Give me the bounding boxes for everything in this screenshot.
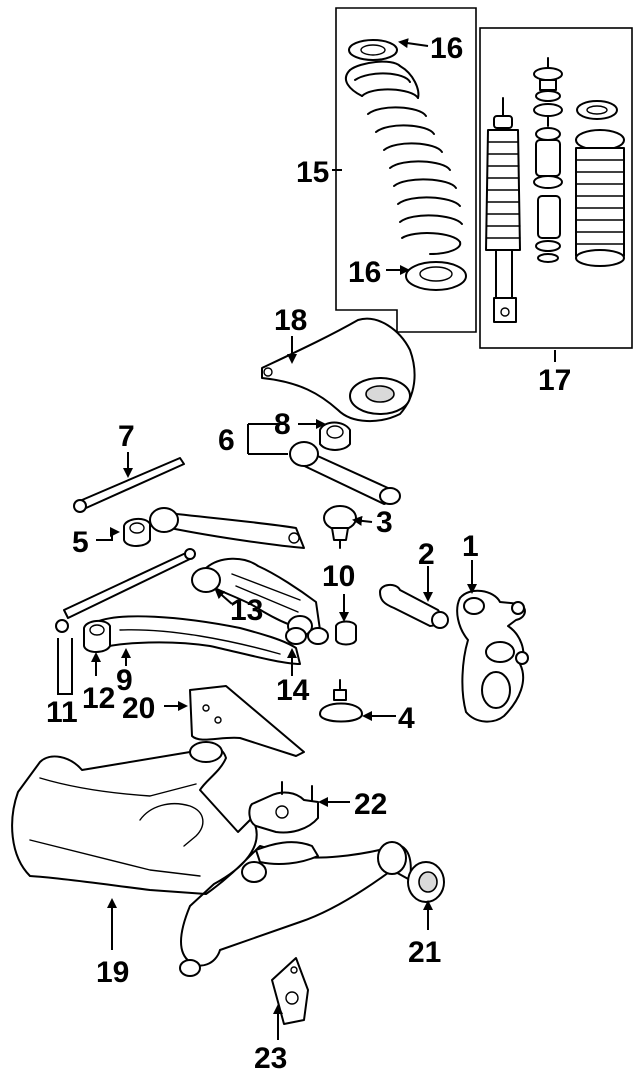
callout-14: 14 bbox=[276, 674, 310, 707]
lower-ball-joint bbox=[319, 679, 363, 723]
lateral-link-arm bbox=[149, 507, 305, 549]
callout-23: 23 bbox=[254, 1042, 287, 1075]
bushing-21 bbox=[407, 861, 445, 903]
callout-15: 15 bbox=[296, 156, 329, 189]
callout-21: 21 bbox=[408, 936, 441, 969]
callout-3: 3 bbox=[376, 506, 393, 539]
upper-ball-joint bbox=[323, 505, 357, 549]
upper-control-arm bbox=[289, 421, 401, 505]
callout-13: 13 bbox=[230, 594, 263, 627]
heat-shield-20 bbox=[189, 685, 305, 757]
callout-9: 9 bbox=[116, 664, 133, 697]
long-bolt-7 bbox=[73, 457, 185, 513]
callout-11: 11 bbox=[46, 696, 78, 729]
nut-10 bbox=[335, 620, 357, 646]
strut-kit-box bbox=[479, 27, 633, 349]
strut-mount-stack bbox=[533, 57, 563, 263]
callout-2: 2 bbox=[418, 538, 435, 571]
bushing-5 bbox=[123, 518, 151, 547]
callout-16-bottom: 16 bbox=[348, 256, 381, 289]
shock-absorber bbox=[485, 97, 521, 323]
subframe-crossmember bbox=[11, 741, 412, 977]
callout-5: 5 bbox=[72, 526, 89, 559]
bushing-sleeve-2 bbox=[379, 584, 449, 629]
callout-1: 1 bbox=[462, 530, 479, 563]
callout-8: 8 bbox=[274, 408, 291, 441]
callout-7: 7 bbox=[118, 420, 135, 453]
callout-6: 6 bbox=[218, 424, 235, 457]
callout-20: 20 bbox=[122, 692, 155, 725]
bushing-12 bbox=[83, 620, 111, 653]
callout-19: 19 bbox=[96, 956, 129, 989]
callout-12: 12 bbox=[82, 682, 115, 715]
callout-10: 10 bbox=[322, 560, 355, 593]
upper-mount-bracket bbox=[261, 317, 416, 423]
callout-17: 17 bbox=[538, 364, 571, 397]
coil-spring bbox=[344, 39, 463, 255]
strut-bump-stop-boot bbox=[575, 100, 625, 267]
trailing-arm-9 bbox=[95, 615, 301, 665]
callout-16-top: 16 bbox=[430, 32, 463, 65]
spacer-11 bbox=[55, 619, 69, 633]
long-bolt-lower bbox=[63, 548, 196, 619]
callout-18: 18 bbox=[274, 304, 307, 337]
callout-4: 4 bbox=[398, 702, 415, 735]
callout-labels: 1 2 3 4 5 6 7 8 9 10 11 12 13 14 15 16 1… bbox=[46, 32, 571, 1075]
bushing-14 bbox=[285, 627, 307, 645]
callout-22: 22 bbox=[354, 788, 387, 821]
mount-bracket-22 bbox=[248, 781, 319, 834]
leader-lines bbox=[57, 38, 556, 1040]
lower-spring-seat bbox=[405, 261, 467, 291]
steering-knuckle bbox=[456, 589, 529, 723]
